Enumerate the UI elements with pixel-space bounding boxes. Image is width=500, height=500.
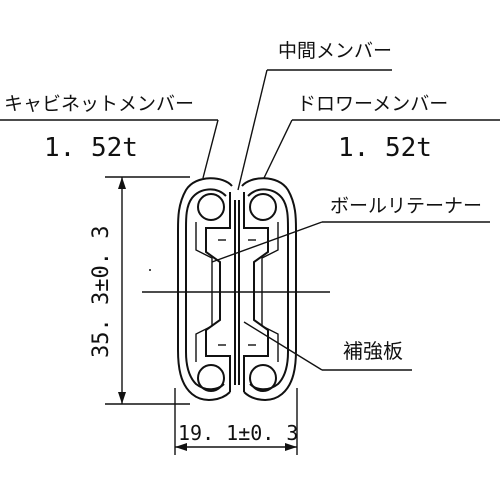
drawer-member-leader	[263, 119, 293, 179]
drawer-member-label: ドロワーメンバー	[297, 93, 448, 115]
ball-top-right	[249, 193, 277, 221]
drawer-thickness-label: 1. 52t	[338, 133, 432, 163]
height-arrow-bottom	[118, 392, 126, 404]
cabinet-member-label: キャビネットメンバー	[4, 93, 194, 115]
middle-member-leader	[237, 69, 268, 191]
ball-retainer-left	[195, 222, 213, 362]
speck	[149, 269, 151, 271]
width-dimension-label: 19. 1±0. 3	[178, 421, 298, 445]
drawer-member-outer	[241, 177, 297, 401]
middle-member-right	[243, 192, 269, 392]
middle-member-label: 中間メンバー	[278, 40, 392, 62]
slide-rail-cross-section	[177, 177, 297, 401]
width-arrow-left	[175, 443, 187, 451]
reinforcement-plate-leader	[243, 321, 323, 371]
cabinet-thickness-label: 1. 52t	[44, 133, 138, 163]
ball-top-left	[197, 193, 225, 221]
ball-retainer-label: ボールリテーナー	[330, 195, 482, 217]
cabinet-member-outer	[177, 177, 233, 401]
height-dimension-label: 35. 3±0. 3	[89, 226, 114, 358]
height-arrow-top	[118, 177, 126, 189]
middle-member-left	[205, 192, 231, 392]
reinforcement-plate-label: 補強板	[343, 339, 403, 363]
cabinet-member-leader	[202, 119, 219, 179]
ball-bottom-left	[197, 364, 225, 392]
ball-bottom-right	[249, 364, 277, 392]
width-arrow-right	[285, 443, 297, 451]
ball-retainer-right	[261, 222, 279, 362]
